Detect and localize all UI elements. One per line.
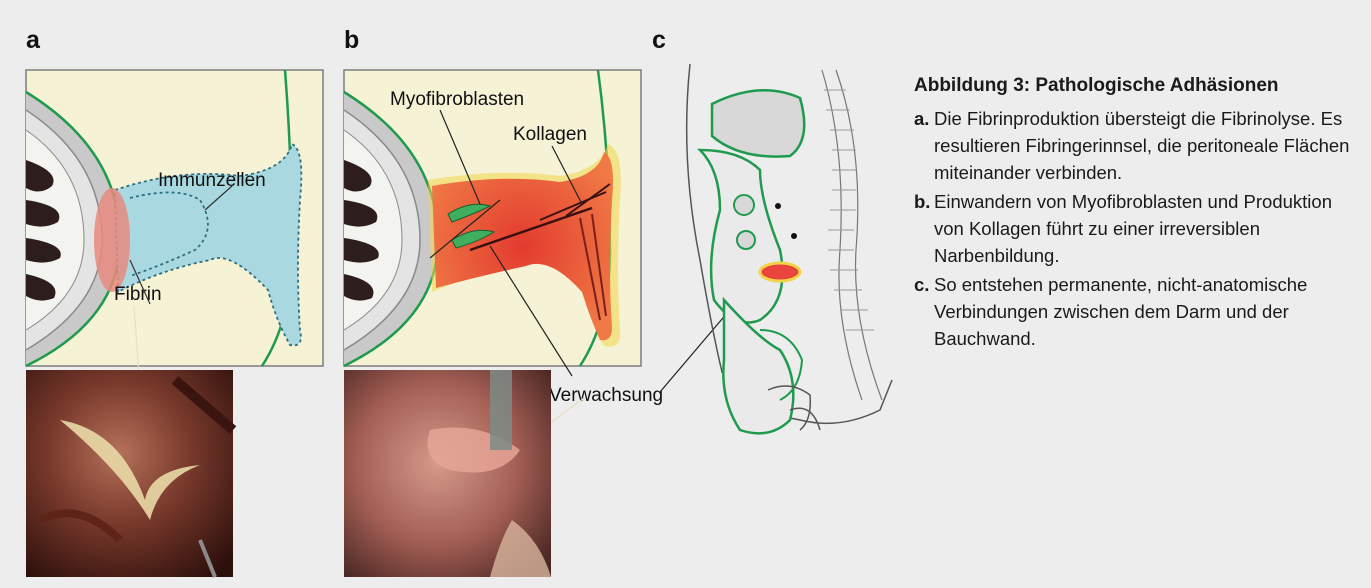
caption-item-b: b. Einwandern von Myofibroblasten und Pr…	[914, 188, 1354, 269]
caption-key-b: b.	[914, 188, 930, 215]
label-verwachsung: Verwachsung	[549, 385, 663, 406]
label-immunzellen: Immunzellen	[158, 170, 266, 191]
caption-text-c: So entstehen permanente, nicht-anatomisc…	[934, 274, 1307, 349]
label-kollagen: Kollagen	[513, 124, 587, 145]
caption-key-a: a.	[914, 105, 929, 132]
photo-a-fibrin	[26, 370, 233, 577]
caption-text-b: Einwandern von Myofibroblasten und Produ…	[934, 191, 1332, 266]
adhesion-figure: Immunzellen Fibrin	[0, 0, 900, 588]
caption-text-a: Die Fibrinproduktion übersteigt die Fibr…	[934, 108, 1349, 183]
label-fibrin: Fibrin	[114, 284, 162, 305]
caption-title: Abbildung 3: Pathologische Adhäsionen	[914, 72, 1354, 99]
caption-item-a: a. Die Fibrinproduktion übersteigt die F…	[914, 105, 1354, 186]
caption-key-c: c.	[914, 271, 929, 298]
photo-b-adhesion	[344, 370, 551, 577]
caption-item-c: c. So entstehen permanente, nicht-anatom…	[914, 271, 1354, 352]
label-myofibroblasten: Myofibroblasten	[390, 89, 524, 110]
figure-caption: Abbildung 3: Pathologische Adhäsionen a.…	[914, 72, 1354, 354]
panel-c-sagittal-abdomen	[687, 64, 892, 433]
